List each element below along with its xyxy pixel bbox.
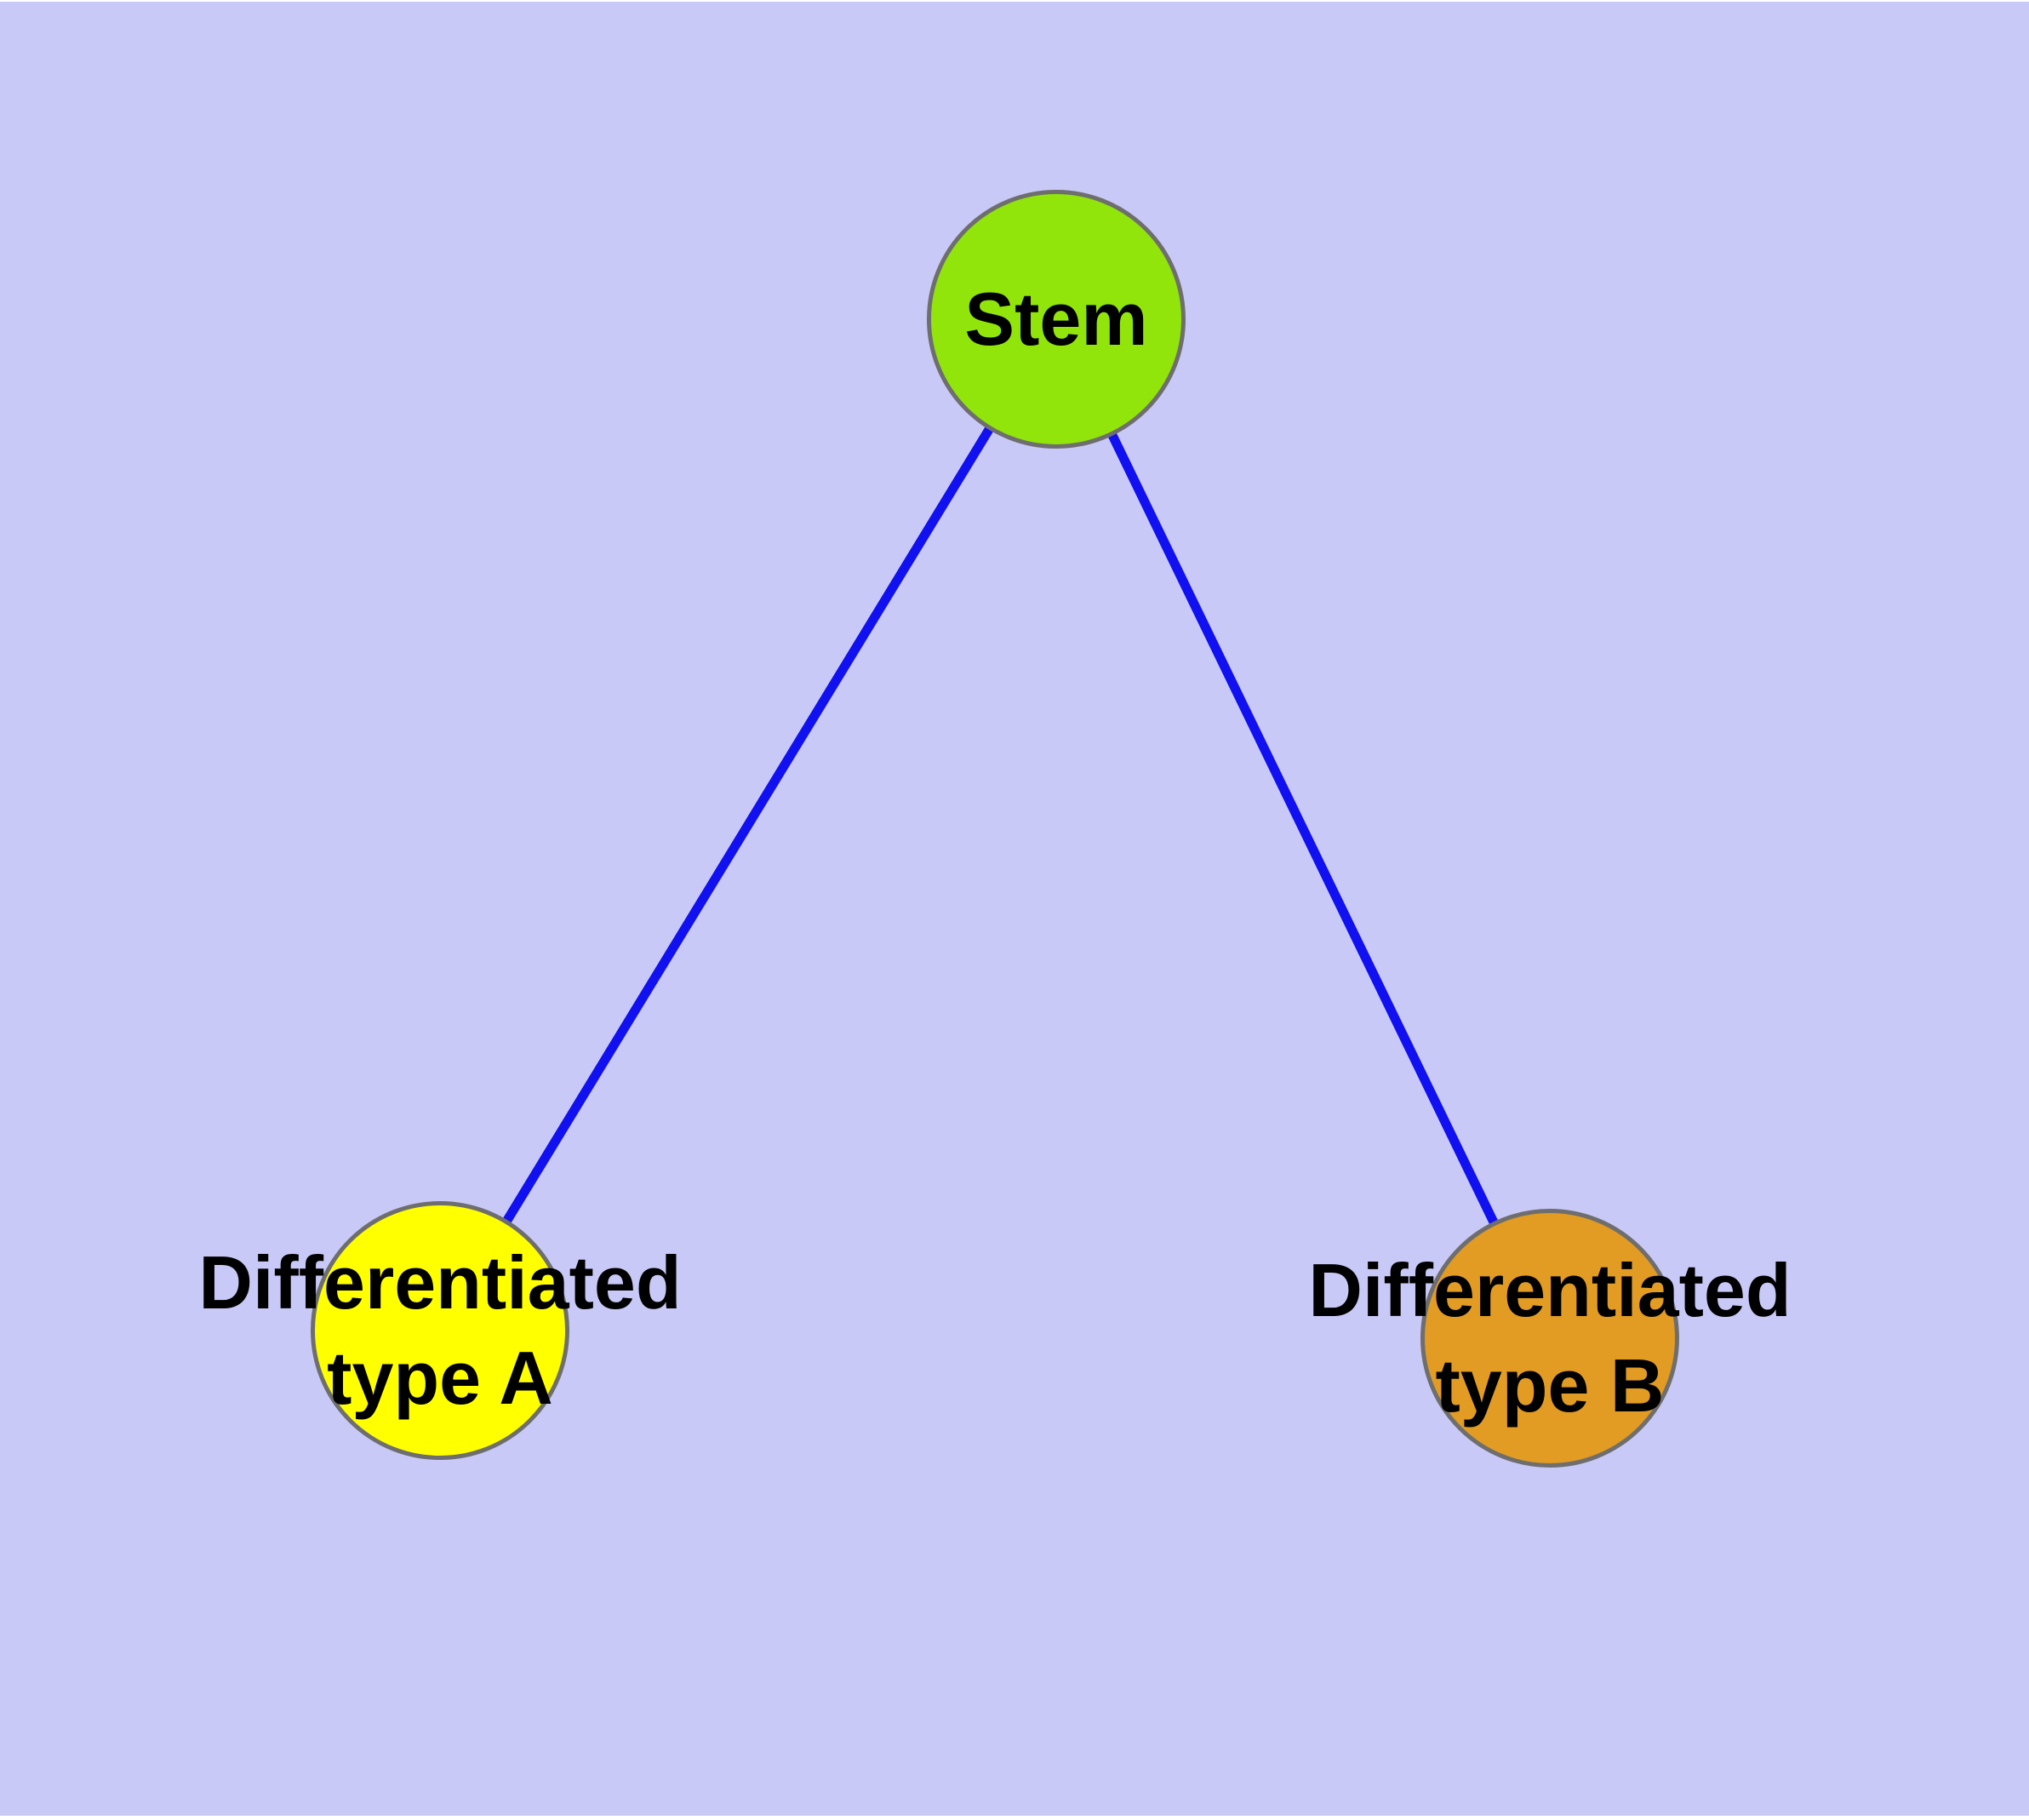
node-differentiated-type-a: Differentiated type A (198, 1201, 682, 1460)
node-stem-label: Stem (964, 272, 1147, 367)
edge-stem-to-type-a (436, 317, 1060, 1333)
node-differentiated-type-a-label-line-1: Differentiated (198, 1240, 682, 1325)
edge-stem-to-type-b (1052, 317, 1554, 1341)
node-differentiated-type-b: Differentiated type B (1308, 1209, 1792, 1468)
node-differentiated-type-a-label-line-2: type A (327, 1336, 553, 1420)
node-differentiated-type-b-label-line-2: type B (1435, 1343, 1665, 1428)
node-differentiated-type-b-label: Differentiated type B (1308, 1243, 1791, 1434)
node-stem-label-line-1: Stem (964, 277, 1148, 361)
node-differentiated-type-b-label-line-1: Differentiated (1308, 1248, 1792, 1332)
node-differentiated-type-a-label: Differentiated type A (198, 1235, 681, 1426)
node-stem: Stem (927, 190, 1186, 449)
